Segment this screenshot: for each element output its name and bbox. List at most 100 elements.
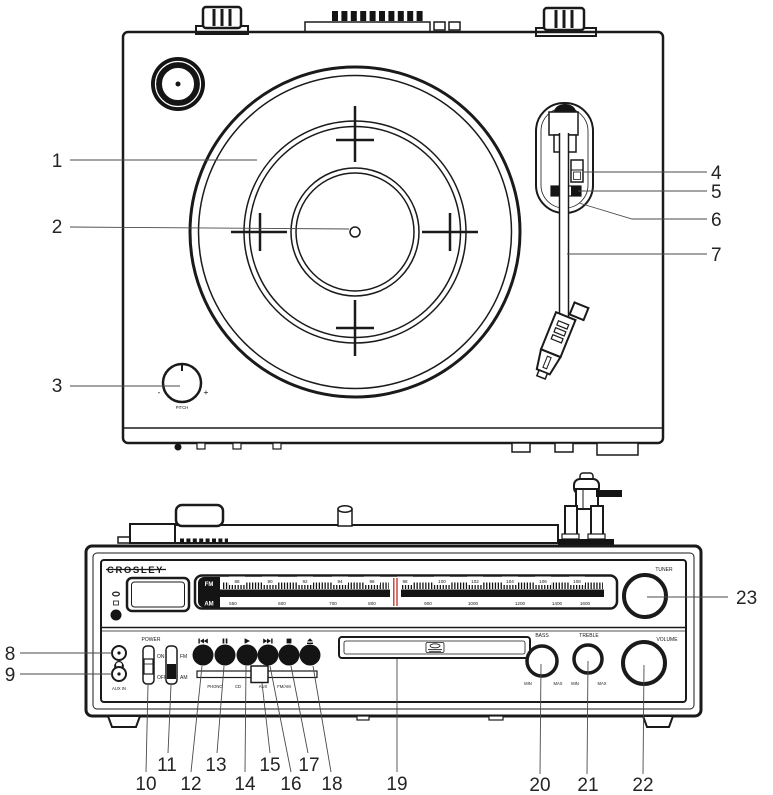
callout-2: 2 [52,217,63,238]
callout-14: 14 [234,774,256,795]
function-selector-knob [250,665,269,684]
callout-15: 15 [259,755,280,776]
tuning-needle [390,578,401,606]
speed-hub-knob [151,57,205,111]
callout-17: 17 [298,755,319,776]
compact-disc-logo [425,642,445,653]
fm-tick: 88 [234,579,240,584]
selector-cd-label: CD [235,684,241,689]
callout-4: 4 [711,163,722,184]
pitch-knob: - + PITCH [158,362,209,410]
fm-tick: 94 [337,579,343,584]
dial-fm-label: FM [205,582,214,588]
tuner-knob: TUNER [622,567,673,619]
play-icon [244,638,250,644]
front-cabinet [84,544,703,718]
headshell [535,301,590,381]
power-on-label: ON [157,654,165,660]
power-switch: POWER ON OFF [142,637,167,685]
fm-tick: 102 [471,579,479,584]
previous-track-icon [198,638,208,644]
callout-21: 21 [577,775,598,795]
deck-edge [117,503,559,544]
play-button [236,644,258,666]
callout-line-10 [145,684,149,773]
callout-12: 12 [180,774,201,795]
volume-label: VOLUME [656,637,678,643]
left-hinge-knob [195,5,249,35]
callout-line-17 [290,665,309,754]
callout-22: 22 [632,775,653,795]
spindle-post [337,505,353,527]
callout-line-14 [244,665,247,773]
callout-line-16 [269,665,292,773]
pause-icon [222,638,228,644]
callout-13: 13 [205,755,226,776]
am-scale: 550 600 700 800 900 1000 1200 1400 1600 [229,601,590,606]
callout-line-11 [167,684,172,754]
previous-track-button [192,644,214,666]
indicator-icon [113,600,119,606]
callout-line-20 [539,663,542,775]
treble-max-label: MAX [597,681,606,686]
bass-knob: BASS MIN MAX [524,633,563,686]
band-am-label: AM [180,675,188,681]
stop-button [278,644,300,666]
callout-line-18 [312,665,332,773]
callout-line-15 [261,682,271,754]
dial-am-label: AM [204,602,213,608]
top-view-callouts: 1 2 3 4 5 6 7 [52,151,722,397]
callout-8: 8 [5,644,16,665]
selector-aux-label: AUX [259,684,268,689]
function-selector: PHONO CD AUX FM/AM [196,665,318,689]
brand-logo: CROSLEY [106,565,166,576]
front-view: CROSLEY 88 90 92 94 [5,472,757,795]
callout-11: 11 [157,755,177,776]
callout-7: 7 [711,245,722,266]
turntable-cabinet [121,30,665,445]
platter-cross-bottom [336,300,374,356]
display [125,576,191,613]
callout-20: 20 [529,775,550,795]
callout-16: 16 [280,774,301,795]
platter-cross-right [422,213,478,251]
band-switch: FM AM [165,645,188,685]
selector-phono-label: PHONO [207,684,223,689]
pitch-label: PITCH [176,405,189,410]
am-tick: 1200 [515,601,526,606]
fm-tick: 108 [573,579,581,584]
power-off-label: OFF [157,675,167,681]
tonearm-front [558,472,622,545]
pitch-max-label: + [204,387,209,397]
next-track-icon [263,638,273,644]
eject-icon [307,638,313,644]
front-feet [106,715,675,728]
top-view: - + PITCH 1 2 3 4 5 6 7 [52,5,722,456]
am-tick: 1600 [580,601,591,606]
power-label: POWER [142,637,161,643]
fm-tick: 98 [402,579,408,584]
callout-6: 6 [711,210,722,231]
callout-line-22 [642,664,645,775]
pause-button [214,644,236,666]
eject-button [299,644,321,666]
pitch-min-label: - [158,387,161,397]
fm-tick: 104 [506,579,514,584]
bass-max-label: MAX [553,681,562,686]
am-tick: 700 [329,601,337,606]
fm-tick: 106 [539,579,547,584]
callout-5: 5 [711,182,722,203]
stop-icon [286,638,292,644]
callout-line-12 [190,665,203,773]
callout-9: 9 [5,665,16,686]
headphones-icon [114,660,124,668]
treble-label: TREBLE [579,633,599,639]
platter [188,65,522,399]
aux-jack: AUX IN [111,666,127,691]
front-view-callouts: 8 9 10 11 12 13 14 15 16 17 18 19 20 21 … [5,588,757,795]
cd-slot [338,636,531,659]
treble-min-label: MIN [571,681,579,686]
fm-tick: 92 [302,579,308,584]
